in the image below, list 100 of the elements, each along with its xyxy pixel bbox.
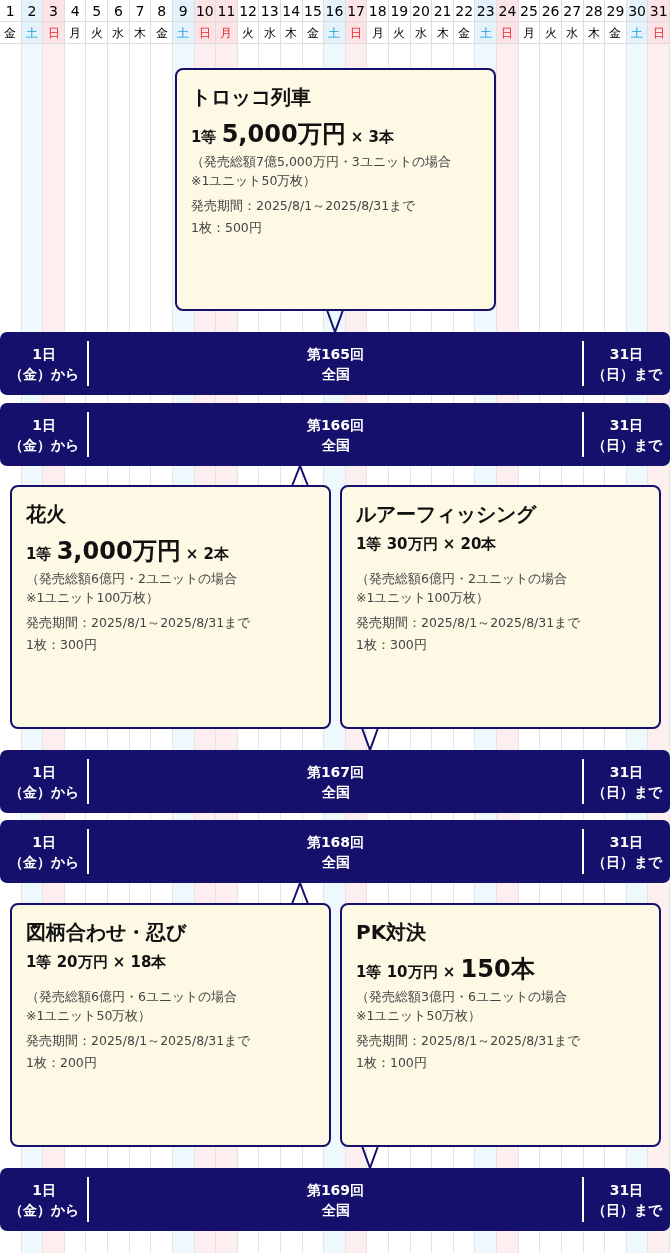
draw-bar: [0, 820, 670, 883]
weekday-label: 金: [605, 22, 627, 44]
weekday-label: 金: [151, 22, 173, 44]
callout-tail: [326, 309, 344, 335]
day-number: 8: [151, 0, 173, 22]
unit-note: ※1ユニット50万枚）: [191, 173, 318, 190]
day-number: 13: [259, 0, 281, 22]
weekday-label: 土: [475, 22, 498, 44]
callout-box: [175, 68, 496, 311]
draw-bar: [0, 1168, 670, 1231]
weekday-label: 水: [259, 22, 281, 44]
weekday-label: 月: [216, 22, 238, 44]
day-number: 19: [389, 0, 411, 22]
weekday-label: 日: [194, 22, 217, 44]
weekday-label: 土: [626, 22, 649, 44]
sales-note: （発売総額3億円・6ユニットの場合: [356, 989, 568, 1006]
day-number: 6: [108, 0, 130, 22]
weekday-label: 木: [129, 22, 152, 44]
ticket-price: 1枚：200円: [26, 1055, 98, 1072]
day-number: 14: [280, 0, 303, 22]
callout-tail: [361, 1145, 379, 1171]
draw-number: 第166回: [305, 416, 366, 435]
day-number: 1: [0, 0, 22, 22]
weekday-label: 日: [345, 22, 368, 44]
start-date: 1日: [31, 763, 57, 782]
weekday-label: 水: [108, 22, 130, 44]
weekday-label: 火: [540, 22, 562, 44]
end-date: 31日: [608, 345, 645, 364]
end-weekday: （日）まで: [590, 853, 664, 872]
lottery-title: 図柄合わせ・忍び: [26, 919, 188, 946]
sale-period: 発売期間：2025/8/1～2025/8/31まで: [26, 1033, 252, 1050]
weekday-label: 日: [648, 22, 670, 44]
unit-note: ※1ユニット50万枚）: [26, 1008, 153, 1025]
draw-number: 第165回: [305, 345, 366, 364]
weekday-label: 水: [410, 22, 433, 44]
weekday-label: 月: [518, 22, 541, 44]
weekday-label: 日: [43, 22, 65, 44]
end-weekday: （日）まで: [590, 365, 664, 384]
start-weekday: （金）から: [8, 783, 80, 802]
ticket-price: 1枚：500円: [191, 220, 263, 237]
day-number: 11: [216, 0, 238, 22]
day-number: 31: [648, 0, 670, 22]
weekday-label: 火: [86, 22, 109, 44]
region-label: 全国: [320, 365, 351, 384]
sales-note: （発売総額6億円・6ユニットの場合: [26, 989, 238, 1006]
start-weekday: （金）から: [8, 853, 80, 872]
sales-note: （発売総額7億5,000万円・3ユニットの場合: [191, 154, 452, 171]
lottery-title: PK対決: [356, 919, 428, 946]
unit-note: ※1ユニット100万枚）: [26, 590, 161, 607]
first-prize: 1等 20万円 × 18本: [26, 953, 168, 972]
first-prize: 1等 5,000万円 × 3本: [191, 119, 396, 150]
lottery-title: ルアーフィッシング: [356, 501, 538, 528]
day-number: 9: [172, 0, 195, 22]
unit-note: ※1ユニット50万枚）: [356, 1008, 483, 1025]
weekday-label: 日: [497, 22, 519, 44]
sale-period: 発売期間：2025/8/1～2025/8/31まで: [191, 198, 417, 215]
day-number: 24: [497, 0, 519, 22]
weekday-label: 木: [280, 22, 303, 44]
day-number: 5: [86, 0, 109, 22]
start-date: 1日: [31, 833, 57, 852]
draw-number: 第168回: [305, 833, 366, 852]
weekday-label: 月: [64, 22, 87, 44]
ticket-price: 1枚：300円: [356, 637, 428, 654]
sales-note: （発売総額6億円・2ユニットの場合: [356, 571, 568, 588]
first-prize: 1等 3,000万円 × 2本: [26, 536, 231, 567]
day-number: 7: [129, 0, 152, 22]
day-number: 23: [475, 0, 498, 22]
weekday-label: 月: [367, 22, 389, 44]
callout-box: [10, 485, 331, 729]
region-label: 全国: [320, 853, 351, 872]
weekday-label: 火: [237, 22, 260, 44]
day-number: 21: [432, 0, 454, 22]
weekday-label: 土: [324, 22, 346, 44]
draw-number: 第169回: [305, 1181, 366, 1200]
callout-tail: [361, 727, 379, 753]
start-date: 1日: [31, 1181, 57, 1200]
weekday-label: 土: [172, 22, 195, 44]
day-number: 25: [518, 0, 541, 22]
day-number: 30: [626, 0, 649, 22]
start-weekday: （金）から: [8, 1201, 80, 1220]
weekday-label: 火: [389, 22, 411, 44]
day-number: 18: [367, 0, 389, 22]
day-number: 28: [583, 0, 606, 22]
start-date: 1日: [31, 416, 57, 435]
callout-tail: [291, 463, 309, 487]
draw-bar: [0, 332, 670, 395]
day-number: 27: [561, 0, 584, 22]
day-number: 2: [21, 0, 44, 22]
callout-box: [10, 903, 331, 1147]
end-weekday: （日）まで: [590, 436, 664, 455]
sales-note: （発売総額6億円・2ユニットの場合: [26, 571, 238, 588]
callout-box: [340, 903, 661, 1147]
draw-number: 第167回: [305, 763, 366, 782]
day-number: 20: [410, 0, 433, 22]
first-prize: 1等 10万円 × 150本: [356, 954, 536, 985]
day-number: 12: [237, 0, 260, 22]
end-weekday: （日）まで: [590, 1201, 664, 1220]
lottery-title: 花火: [26, 501, 67, 528]
start-date: 1日: [31, 345, 57, 364]
weekday-label: 木: [583, 22, 606, 44]
